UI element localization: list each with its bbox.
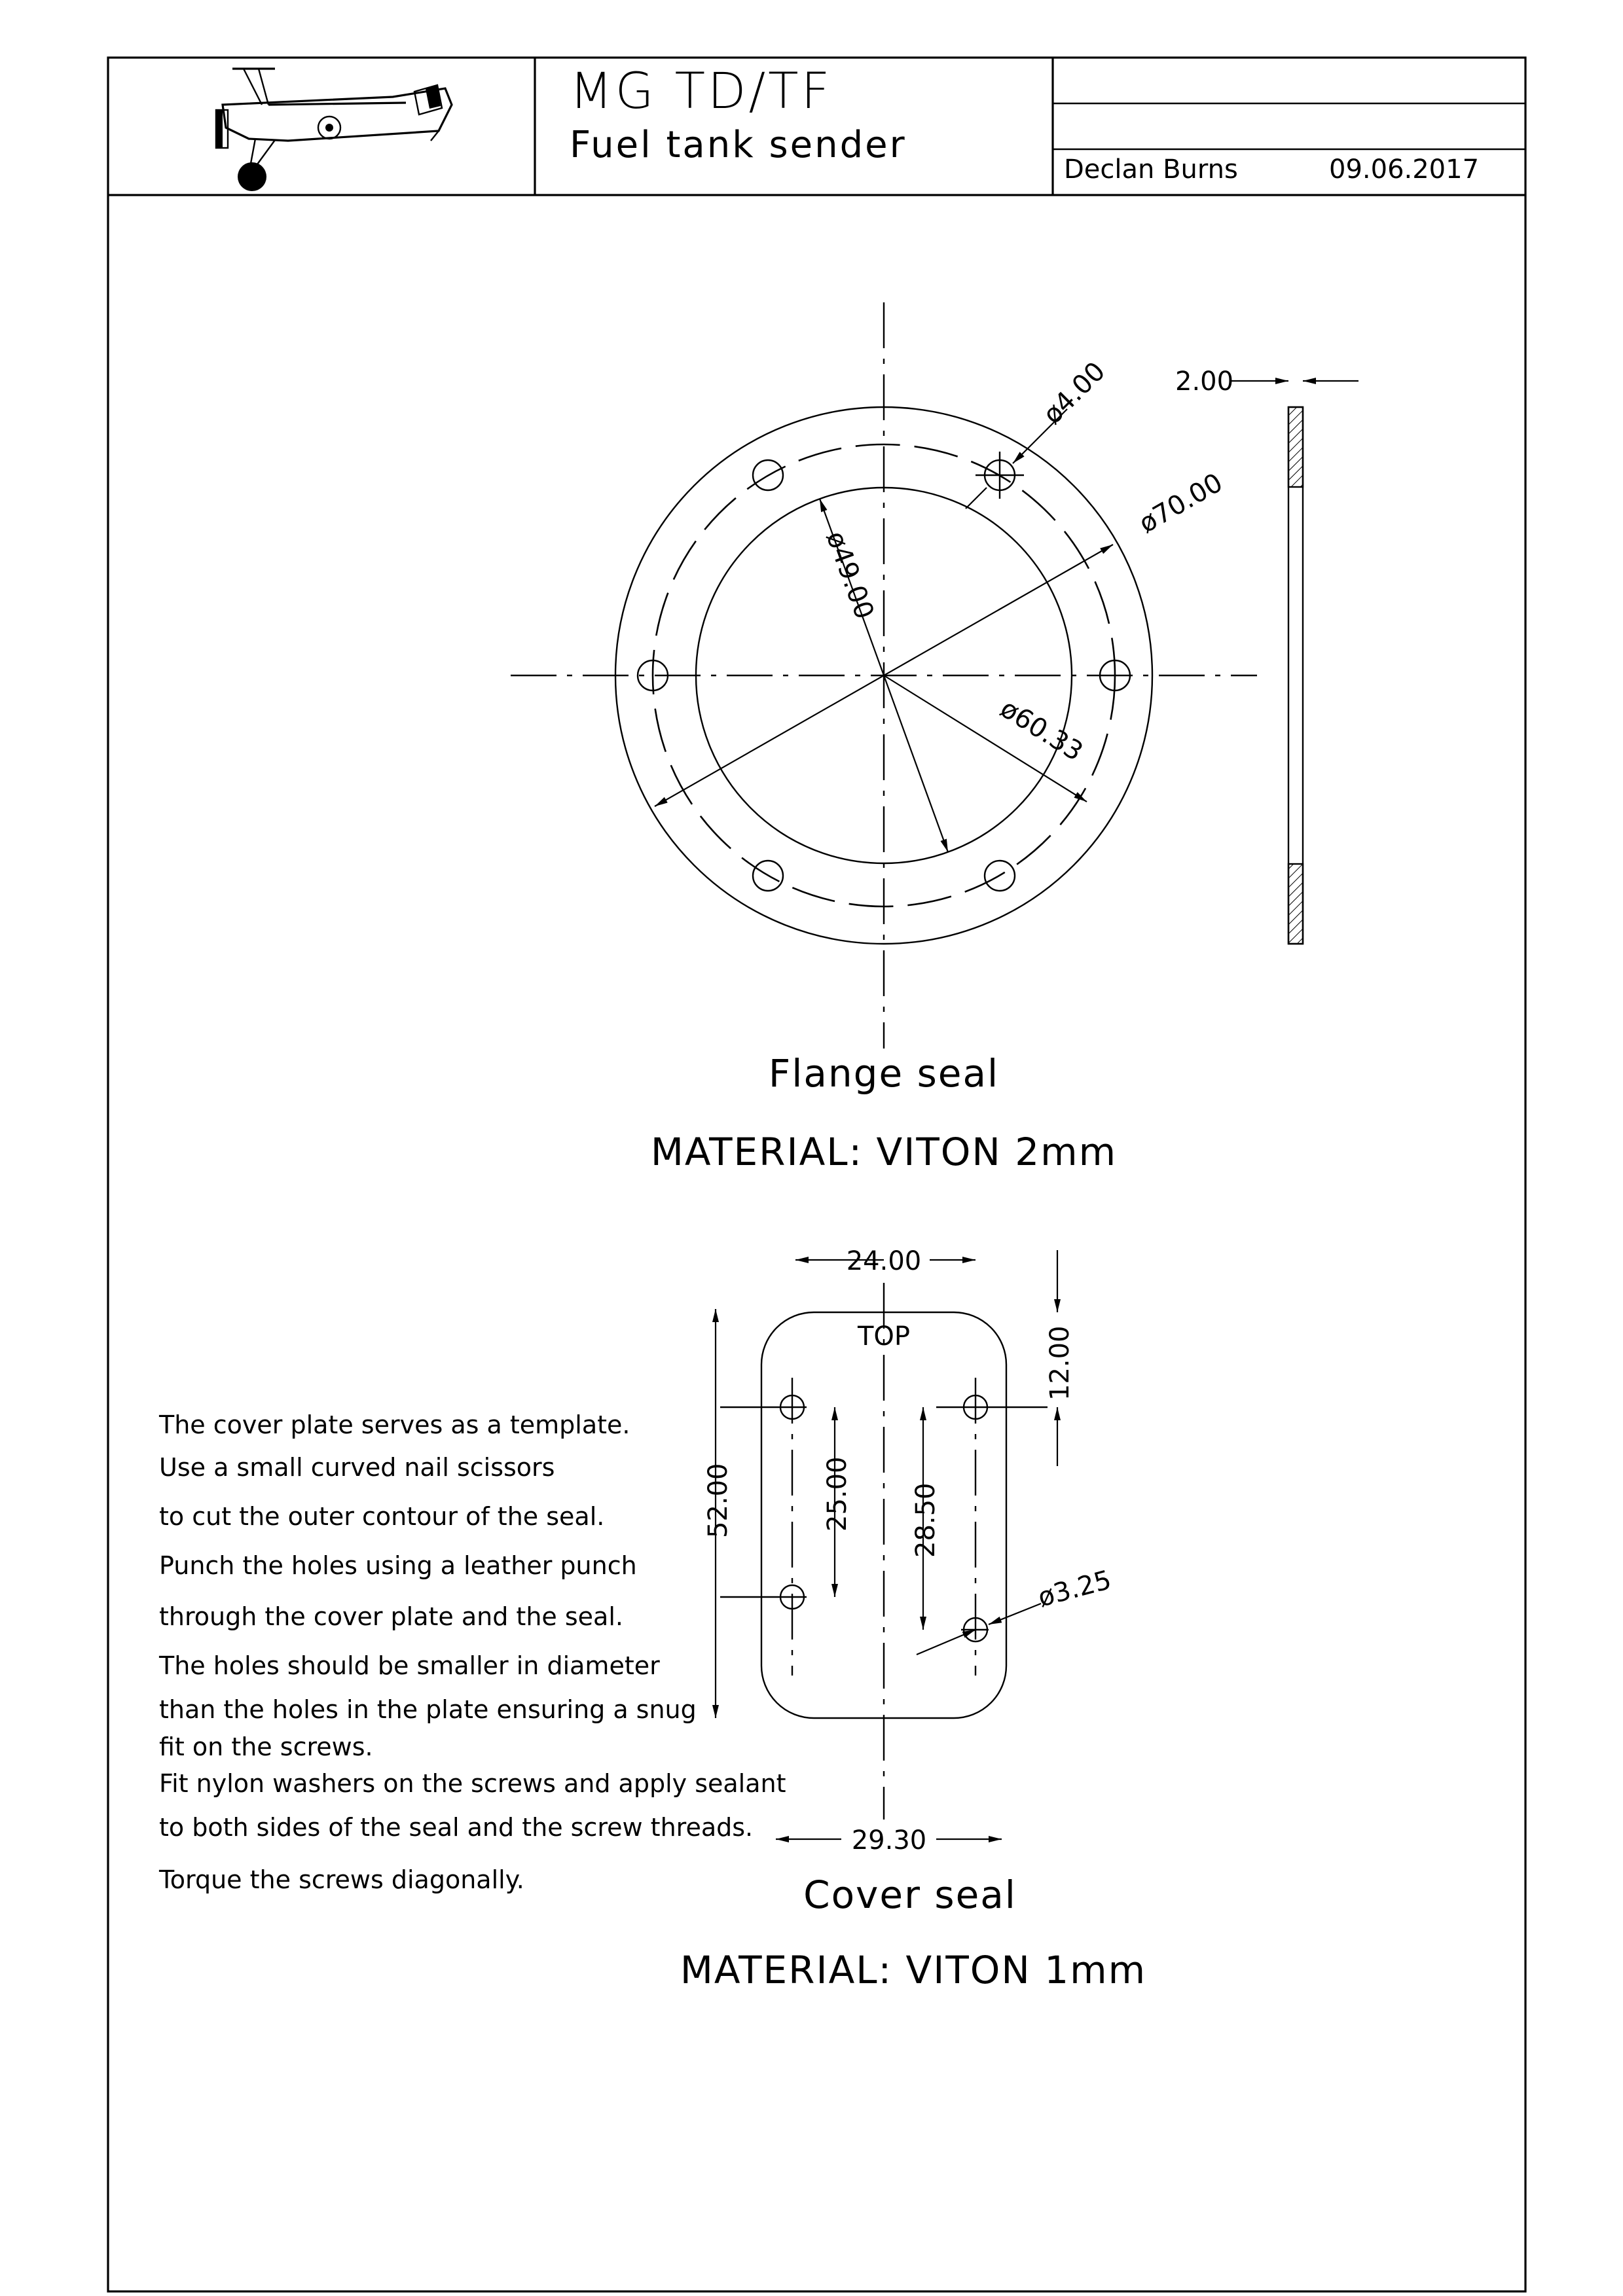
flange-section-hatch — [1287, 406, 1304, 488]
cover-seal-view: TOP 24.00 52.00 25.00 28.50 12.00 ø3.25 … — [680, 1246, 1146, 1992]
note-line: The holes should be smaller in diameter — [158, 1651, 660, 1680]
dim-hole-diameter: ø4.00 — [1038, 356, 1112, 430]
flange-bolt-circle — [651, 443, 1116, 908]
biplane-logo — [215, 67, 453, 191]
note-line: fit on the screws. — [159, 1732, 373, 1761]
dim-inner-diameter: ø49.00 — [820, 528, 880, 623]
dim-bolt-circle-diameter: ø60.33 — [995, 693, 1088, 767]
dim-line-hole-diameter — [965, 487, 987, 509]
flange-hole — [983, 859, 1016, 892]
note-line: Punch the holes using a leather punch — [159, 1551, 637, 1580]
cover-outline — [760, 1311, 1008, 1719]
flange-seal-view: ø4.00 ø70.00 ø49.00 ø60.33 2.00 Flange s… — [511, 302, 1359, 1174]
flange-outer-circle — [614, 406, 1154, 945]
cover-material: MATERIAL: VITON 1mm — [680, 1948, 1146, 1992]
dim-line-hole-diameter — [1012, 408, 1068, 464]
drawing-title: MG TD/TF — [570, 62, 832, 120]
dim-hole-spacing-right: 28.50 — [911, 1482, 941, 1558]
author-name: Declan Burns — [1064, 154, 1238, 185]
flange-hole — [752, 459, 784, 492]
cover-top-label: TOP — [857, 1321, 910, 1352]
flange-material: MATERIAL: VITON 2mm — [651, 1130, 1117, 1174]
flange-hole — [752, 859, 784, 892]
assembly-notes: The cover plate serves as a template. Us… — [158, 1410, 786, 1894]
flange-caption: Flange seal — [769, 1051, 999, 1096]
dim-width-top: 24.00 — [847, 1246, 922, 1276]
note-line: Use a small curved nail scissors — [159, 1453, 555, 1482]
dim-outer-diameter: ø70.00 — [1134, 467, 1228, 539]
dim-line-bolt-circle — [883, 675, 1087, 802]
cover-caption: Cover seal — [803, 1873, 1017, 1917]
note-line: Torque the screws diagonally. — [158, 1865, 524, 1894]
dim-cover-hole-diameter: ø3.25 — [1035, 1565, 1115, 1613]
sheet-border — [107, 56, 1527, 2293]
note-line: Fit nylon washers on the screws and appl… — [159, 1769, 786, 1798]
dim-width-bottom: 29.30 — [852, 1825, 927, 1856]
dim-thickness: 2.00 — [1175, 367, 1233, 397]
note-line: through the cover plate and the seal. — [159, 1602, 623, 1631]
note-line: to cut the outer contour of the seal. — [159, 1502, 604, 1531]
note-line: to both sides of the seal and the screw … — [159, 1813, 753, 1842]
dim-top-offset: 12.00 — [1045, 1325, 1075, 1401]
dim-height: 52.00 — [703, 1463, 733, 1538]
drawing-subtitle: Fuel tank sender — [570, 124, 907, 166]
drawing-date: 09.06.2017 — [1329, 154, 1479, 185]
note-line: The cover plate serves as a template. — [158, 1410, 630, 1439]
dim-hole-spacing-left: 25.00 — [822, 1456, 852, 1532]
note-line: than the holes in the plate ensuring a s… — [159, 1695, 697, 1724]
flange-section-hatch — [1287, 863, 1304, 945]
